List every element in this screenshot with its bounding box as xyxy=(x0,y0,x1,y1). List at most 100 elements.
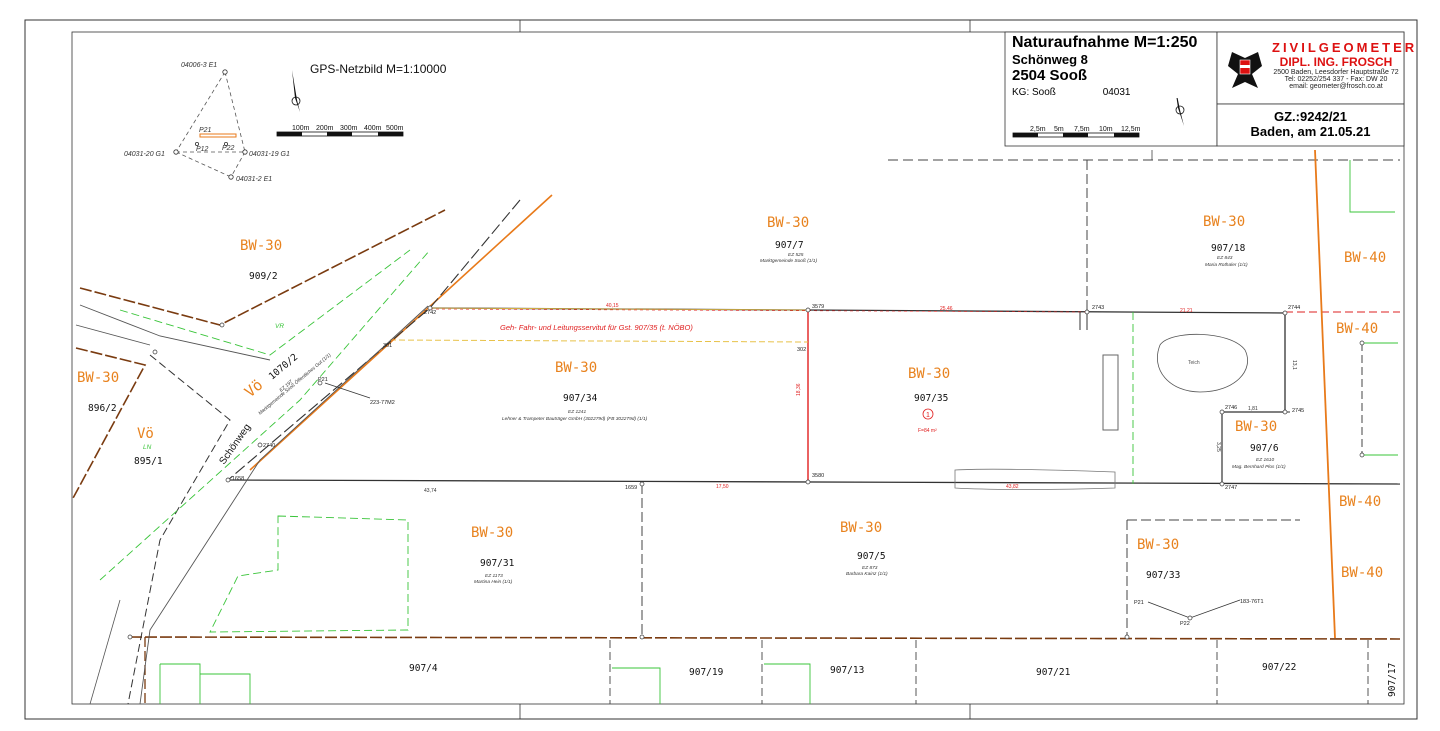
pond-label: Teich xyxy=(1188,360,1200,366)
measure-label: 3,25 xyxy=(1215,442,1221,452)
zone-label: BW-30 xyxy=(840,520,882,536)
scale-label: 500m xyxy=(386,125,404,132)
gps-point-label: P22 xyxy=(222,145,235,152)
zone-label: BW-30 xyxy=(908,366,950,382)
address-line: 2504 Sooß xyxy=(1012,67,1088,84)
point-number: 3579 xyxy=(812,304,824,310)
zone-label: BW-30 xyxy=(767,215,809,231)
gps-point-label: P12 xyxy=(196,146,209,153)
parcel-number: 907/4 xyxy=(409,663,438,674)
kg-number: 04031 xyxy=(1102,87,1131,98)
parcel-number: 1070/2 xyxy=(267,352,300,382)
plan-scale-bar xyxy=(1012,132,1140,138)
parcel-number: 907/6 xyxy=(1250,443,1279,454)
zone-label: BW-40 xyxy=(1341,565,1383,581)
parcel-number: 909/2 xyxy=(249,271,278,282)
zone-label: Vö xyxy=(241,376,266,401)
address-line: Schönweg 8 xyxy=(1012,52,1088,67)
zone-label: BW-30 xyxy=(1137,537,1179,553)
map-frame xyxy=(71,31,1405,705)
ez-label: EZ 1610 xyxy=(1256,457,1274,463)
point-number: P22 xyxy=(1180,621,1190,627)
point-number: 183-76T1 xyxy=(1240,599,1264,605)
street-name: Schönweg xyxy=(217,422,253,467)
parcel-number: 907/5 xyxy=(857,551,886,562)
scale-label: 10m xyxy=(1099,126,1113,133)
gps-network-diagram xyxy=(175,71,246,178)
owner-label: Martina Hein (1/1) xyxy=(474,579,513,585)
area-note: F=84 m² xyxy=(918,428,937,434)
point-number: 2742 xyxy=(424,310,436,316)
point-number: 302 xyxy=(797,347,806,353)
title-block: Naturaufnahme M=1:250 Schönweg 8 2504 So… xyxy=(1012,34,1202,98)
measure-label: 17,50 xyxy=(716,484,729,490)
measure-label: 25,46 xyxy=(940,306,953,312)
eagle-logo-icon xyxy=(1228,52,1262,88)
zone-label: Vö xyxy=(137,426,154,442)
zone-label: BW-30 xyxy=(1235,419,1277,435)
scale-label: 7,5m xyxy=(1074,126,1090,133)
zone-label: BW-30 xyxy=(240,238,282,254)
north-arrow-icon xyxy=(291,70,301,112)
firm-name: ZIVILGEOMETER xyxy=(1272,40,1418,55)
measure-label: 43,82 xyxy=(1006,484,1019,490)
gps-overview-title: GPS-Netzbild M=1:10000 xyxy=(310,62,447,76)
overview-scale-bar xyxy=(276,131,404,137)
ez-label: EZ 843 xyxy=(1217,255,1233,261)
gps-point-label: P21 xyxy=(199,127,212,134)
zone-label: BW-40 xyxy=(1344,250,1386,266)
point-number: 2744 xyxy=(1288,305,1300,311)
map-linework xyxy=(71,149,1401,705)
parcel-number: 907/31 xyxy=(480,558,515,569)
firm-block: ZIVILGEOMETER DIPL. ING. FROSCH 2500 Bad… xyxy=(1272,40,1418,90)
owner-label: Barbara Kainz (1/1) xyxy=(846,571,888,577)
zone-label: BW-30 xyxy=(77,370,119,386)
owner-label: Maria Rothaler (1/1) xyxy=(1205,262,1248,268)
owner-label: Lehner & Trampeter Bauträger GmbH (30227… xyxy=(502,416,648,422)
owner-label: Mag. Bernhard Plos (1/1) xyxy=(1232,464,1286,470)
gps-point-label: 04031-19 G1 xyxy=(249,151,290,158)
parcel-number: 907/33 xyxy=(1146,570,1180,581)
zone-label: BW-40 xyxy=(1336,321,1378,337)
sheet-frame xyxy=(24,19,1418,720)
point-number: 3580 xyxy=(812,473,824,479)
measure-label: 1,81 xyxy=(1248,406,1258,412)
point-number: 2747 xyxy=(1225,485,1237,491)
point-number: 1659 xyxy=(625,485,637,491)
gps-point-label: 04031-20 G1 xyxy=(124,151,165,158)
zone-label: BW-30 xyxy=(555,360,597,376)
firm-email: email: geometer@frosch.co.at xyxy=(1289,83,1383,90)
scale-label: 12,5m xyxy=(1121,126,1141,133)
land-use-label: VR xyxy=(275,323,284,330)
land-use-label: LN xyxy=(143,444,152,451)
file-number: GZ.:9242/21 xyxy=(1274,109,1347,124)
ez-label: EZ 525 xyxy=(788,252,804,258)
point-number: 223-77M2 xyxy=(370,400,395,406)
kg-label: KG: Sooß xyxy=(1012,87,1056,98)
scale-label: 5m xyxy=(1054,126,1064,133)
measure-label: 21,21 xyxy=(1180,308,1193,314)
ez-label: EZ 873 xyxy=(862,565,878,571)
measure-label: 13,1 xyxy=(1291,360,1297,370)
point-number: 2745 xyxy=(1292,408,1304,414)
point-number: 1658 xyxy=(232,476,244,482)
area-marker xyxy=(922,408,934,420)
parcel-number: 907/22 xyxy=(1262,662,1296,673)
scale-label: 300m xyxy=(340,125,358,132)
parcel-number: 907/18 xyxy=(1211,243,1246,254)
gz-block: GZ.:9242/21 Baden, am 21.05.21 xyxy=(1220,109,1401,139)
zone-label: BW-40 xyxy=(1339,494,1381,510)
plan-title: Naturaufnahme M=1:250 xyxy=(1012,34,1198,51)
svg-text:1: 1 xyxy=(926,412,930,419)
parcel-number: 907/19 xyxy=(689,667,724,678)
ez-label: EZ 1241 xyxy=(568,409,586,415)
measure-label: 18,36 xyxy=(796,383,802,396)
svg-text:P21: P21 xyxy=(1134,600,1144,606)
parcel-number: 907/17 xyxy=(1387,663,1398,697)
parcel-number: 907/35 xyxy=(914,393,948,404)
parcel-number: 907/7 xyxy=(775,240,804,251)
parcel-number: 907/13 xyxy=(830,665,864,676)
parcel-number: 907/34 xyxy=(563,393,598,404)
parcel-number: 896/2 xyxy=(88,403,117,414)
scale-label: 200m xyxy=(316,125,334,132)
